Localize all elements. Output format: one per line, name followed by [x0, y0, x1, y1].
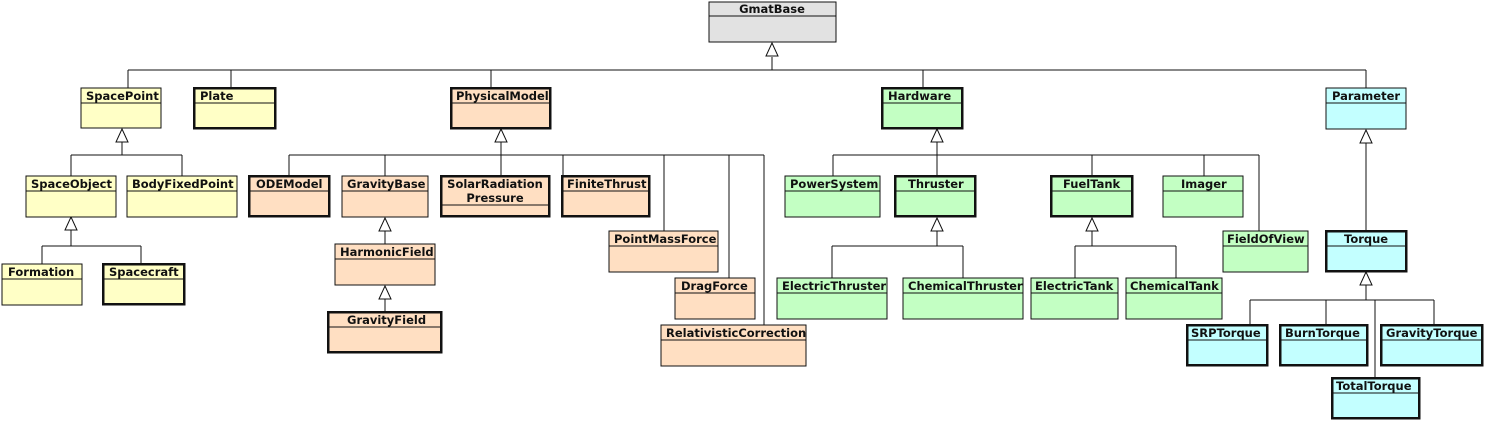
class-harmonicfield: HarmonicField	[334, 243, 436, 286]
class-chemicalthruster: ChemicalThruster	[902, 277, 1024, 320]
class-totaltorque: TotalTorque	[1330, 376, 1421, 420]
inheritance-connectors	[41, 57, 1435, 378]
class-imager: Imager	[1162, 175, 1244, 218]
arrowhead-physicalmodel	[494, 127, 508, 143]
arrowhead-spaceobject	[64, 215, 78, 231]
class-name-electricthruster: ElectricThruster	[782, 279, 886, 293]
class-name-fieldofview: FieldOfView	[1227, 232, 1305, 246]
class-fieldofview: FieldOfView	[1222, 230, 1309, 273]
class-name-harmonicfield: HarmonicField	[340, 245, 434, 259]
arrowhead-thruster	[930, 216, 944, 232]
class-physicalmodel: PhysicalModel	[449, 86, 552, 130]
class-name-spaceobject: SpaceObject	[31, 177, 112, 191]
inheritance-arrowheads	[64, 41, 1373, 300]
class-solarradiationpressure: SolarRadiation Pressure	[439, 174, 551, 218]
class-name-parameter: Parameter	[1332, 89, 1400, 103]
class-chemicaltank: ChemicalTank	[1125, 277, 1223, 320]
class-gmatbase: GmatBase	[708, 1, 837, 43]
class-gravitytorque: GravityTorque	[1379, 323, 1484, 367]
class-name-totaltorque: TotalTorque	[1336, 379, 1412, 393]
arrowhead-fueltank	[1085, 216, 1099, 232]
class-pointmassforce: PointMassForce	[608, 230, 719, 273]
class-gravitybase: GravityBase	[341, 175, 429, 218]
class-name-plate: Plate	[200, 89, 234, 103]
class-gravityfield: GravityField	[326, 310, 443, 354]
class-name-solarradiation-line1: SolarRadiation	[447, 177, 543, 191]
class-spaceobject: SpaceObject	[25, 175, 117, 218]
class-spacecraft: Spacecraft	[101, 262, 186, 306]
class-powersystem: PowerSystem	[784, 175, 881, 218]
class-hardware: Hardware	[880, 86, 964, 130]
class-burntorque: BurnTorque	[1278, 323, 1369, 367]
class-spacepoint: SpacePoint	[80, 87, 162, 129]
class-plate: Plate	[192, 86, 277, 130]
class-parameter: Parameter	[1325, 87, 1407, 130]
class-name-chemicalthruster: ChemicalThruster	[908, 279, 1023, 293]
class-finitethrust: FiniteThrust	[560, 174, 651, 218]
class-name-chemicaltank: ChemicalTank	[1130, 279, 1219, 293]
arrowhead-spacepoint	[115, 127, 129, 143]
class-name-spacecraft: Spacecraft	[109, 265, 179, 279]
arrowhead-parameter	[1359, 128, 1373, 144]
class-name-srptorque: SRPTorque	[1191, 326, 1261, 340]
class-name-burntorque: BurnTorque	[1285, 326, 1360, 340]
class-dragforce: DragForce	[674, 277, 756, 320]
class-name-thruster: Thruster	[908, 177, 964, 191]
class-electricthruster: ElectricThruster	[776, 277, 888, 320]
class-bodyfixedpoint: BodyFixedPoint	[126, 175, 238, 218]
class-name-physicalmodel: PhysicalModel	[456, 89, 549, 103]
arrowhead-torque	[1359, 270, 1373, 286]
class-electrictank: ElectricTank	[1030, 277, 1119, 320]
class-name-finitethrust: FiniteThrust	[567, 177, 647, 191]
class-name-electrictank: ElectricTank	[1035, 279, 1114, 293]
class-name-bodyfixedpoint: BodyFixedPoint	[132, 177, 234, 191]
arrowhead-gravitybase	[378, 216, 392, 232]
class-name-pointmassforce: PointMassForce	[614, 232, 717, 246]
class-torque: Torque	[1324, 229, 1408, 273]
class-thruster: Thruster	[893, 174, 977, 218]
class-name-gravitybase: GravityBase	[347, 177, 426, 191]
class-name-hardware: Hardware	[888, 89, 951, 103]
class-srptorque: SRPTorque	[1185, 323, 1269, 367]
class-name-odemodel: ODEModel	[256, 177, 323, 191]
class-relativisticcorrection: RelativisticCorrection	[660, 324, 807, 367]
arrowhead-hardware	[930, 127, 944, 143]
class-name-gravitytorque: GravityTorque	[1386, 326, 1478, 340]
class-name-imager: Imager	[1181, 177, 1227, 191]
class-fueltank: FuelTank	[1049, 174, 1134, 218]
class-name-relativisticcorrection: RelativisticCorrection	[666, 326, 806, 340]
arrowhead-harmonicfield	[378, 284, 392, 300]
class-name-torque: Torque	[1344, 232, 1388, 246]
class-name-formation: Formation	[8, 265, 74, 279]
class-name-gmatbase: GmatBase	[739, 2, 805, 16]
class-name-fueltank: FuelTank	[1063, 177, 1121, 191]
class-formation: Formation	[1, 263, 83, 306]
class-name-solarradiation-line2: Pressure	[466, 191, 523, 205]
class-odemodel: ODEModel	[247, 174, 331, 218]
class-name-gravityfield: GravityField	[347, 313, 426, 327]
arrowhead-gmatbase	[765, 41, 779, 57]
class-name-powersystem: PowerSystem	[790, 177, 878, 191]
class-name-spacepoint: SpacePoint	[86, 89, 159, 103]
class-name-dragforce: DragForce	[681, 279, 748, 293]
